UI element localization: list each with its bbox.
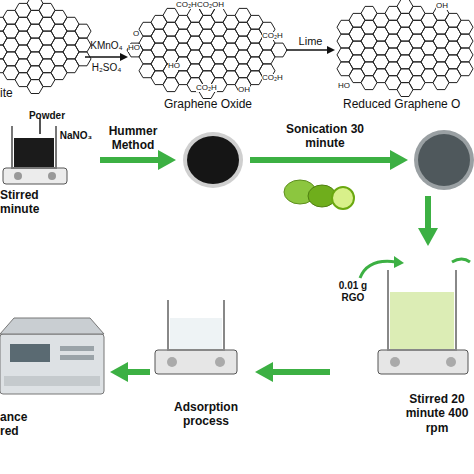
addition-arrow — [360, 261, 396, 278]
stirrer-symbol — [155, 350, 237, 374]
stage-label: 0.01 g RGO — [332, 280, 374, 304]
stirrer-symbol — [378, 350, 468, 374]
chemical-group: CO₂H — [262, 32, 283, 40]
spectrophotometer — [0, 334, 104, 394]
connector-line — [85, 56, 121, 58]
chemical-group: OH — [436, 2, 448, 10]
reagent-label: Lime — [286, 35, 336, 47]
process-arrow — [100, 157, 160, 163]
arrow-head — [158, 150, 176, 170]
spectrophotometer-keys — [60, 355, 94, 360]
chemical-group: CO₂H — [262, 74, 283, 82]
chemical-group: O — [133, 30, 139, 38]
process-stage: 0.01 g RGO Stirred 20 minute 400 rpm — [330, 250, 474, 460]
connector-line — [127, 369, 150, 375]
beaker-symbol — [388, 270, 456, 350]
stage-label: Adsorption process — [166, 400, 246, 429]
chemical-group: HO — [128, 44, 140, 52]
beaker-symbol — [12, 126, 56, 168]
rgo-powder — [418, 134, 470, 186]
arrow-head — [394, 256, 404, 268]
stirrer-knob — [215, 357, 225, 367]
lime-slice — [332, 187, 354, 209]
step-label: Sonication 30 minute — [284, 122, 366, 151]
arrow-head — [255, 362, 273, 382]
stirrer-knob — [446, 357, 456, 367]
graphene-oxide-powder — [187, 136, 239, 184]
beaker-liquid — [14, 138, 54, 168]
process-arrow — [425, 196, 431, 230]
beaker-symbol — [168, 300, 224, 350]
chemical-group: CO₂H — [196, 84, 217, 92]
flow-arrow — [110, 362, 150, 382]
connector-line — [272, 369, 330, 375]
process-stage: Adsorption process — [150, 290, 255, 440]
stage-label: Stirred minute — [0, 188, 44, 217]
arrow-head — [327, 46, 335, 54]
stirrer-knob — [167, 357, 177, 367]
stirrer-knob — [390, 357, 400, 367]
arrow-head — [418, 228, 438, 246]
spectrophotometer-base — [4, 376, 100, 386]
stage-label: NaNO₃ — [58, 130, 94, 142]
addition-arrow — [452, 259, 470, 262]
step-label: Hummer Method — [102, 124, 164, 153]
lattice-group — [0, 0, 473, 99]
arrow-head — [110, 362, 128, 382]
reagent-label: KMnO₄ H₂SO₄ — [84, 35, 130, 79]
flow-arrow — [85, 53, 128, 61]
stage-label: ite — [0, 86, 30, 100]
process-stage: ite — [0, 0, 85, 100]
graphene-lattice — [0, 0, 91, 94]
stage-label: Graphene Oxide — [148, 97, 268, 111]
dish-rim — [414, 130, 474, 190]
flow-arrow — [286, 46, 335, 54]
process-stage: Reduced Graphene O — [335, 0, 474, 112]
spectrophotometer-keys — [60, 346, 94, 351]
spectrophotometer-lid — [0, 318, 104, 334]
process-stage: Graphene Oxide — [128, 0, 286, 112]
beaker-liquid — [170, 318, 222, 350]
process-arrow — [250, 157, 392, 163]
dish-rim — [183, 132, 243, 188]
stage-label: ance red — [0, 410, 34, 439]
flow-arrow — [255, 362, 330, 382]
stirrer-symbol — [3, 168, 67, 184]
arrow-head — [390, 150, 408, 170]
beaker-liquid — [390, 292, 454, 350]
chemical-group: HO — [338, 82, 350, 90]
process-stage: PowderNaNO₃ Stirred minute — [0, 110, 95, 220]
spectrophotometer-display — [10, 344, 50, 362]
chemical-group: HO — [168, 62, 180, 70]
graphene-lattice — [127, 2, 287, 99]
stage-label: Stirred 20 minute 400 rpm — [404, 392, 470, 435]
arrow-head — [120, 53, 128, 61]
stirrer-knob — [14, 172, 22, 180]
chemical-group: OH — [238, 86, 250, 94]
process-stage: ance red — [0, 300, 110, 450]
stage-label: Reduced Graphene O — [343, 97, 474, 111]
connector-line — [286, 49, 328, 51]
chemical-group: CO₂HCO₂OH — [176, 1, 224, 9]
stirrer-knob — [48, 172, 56, 180]
graphene-lattice — [337, 0, 473, 97]
stage-label: Powder — [22, 110, 72, 122]
